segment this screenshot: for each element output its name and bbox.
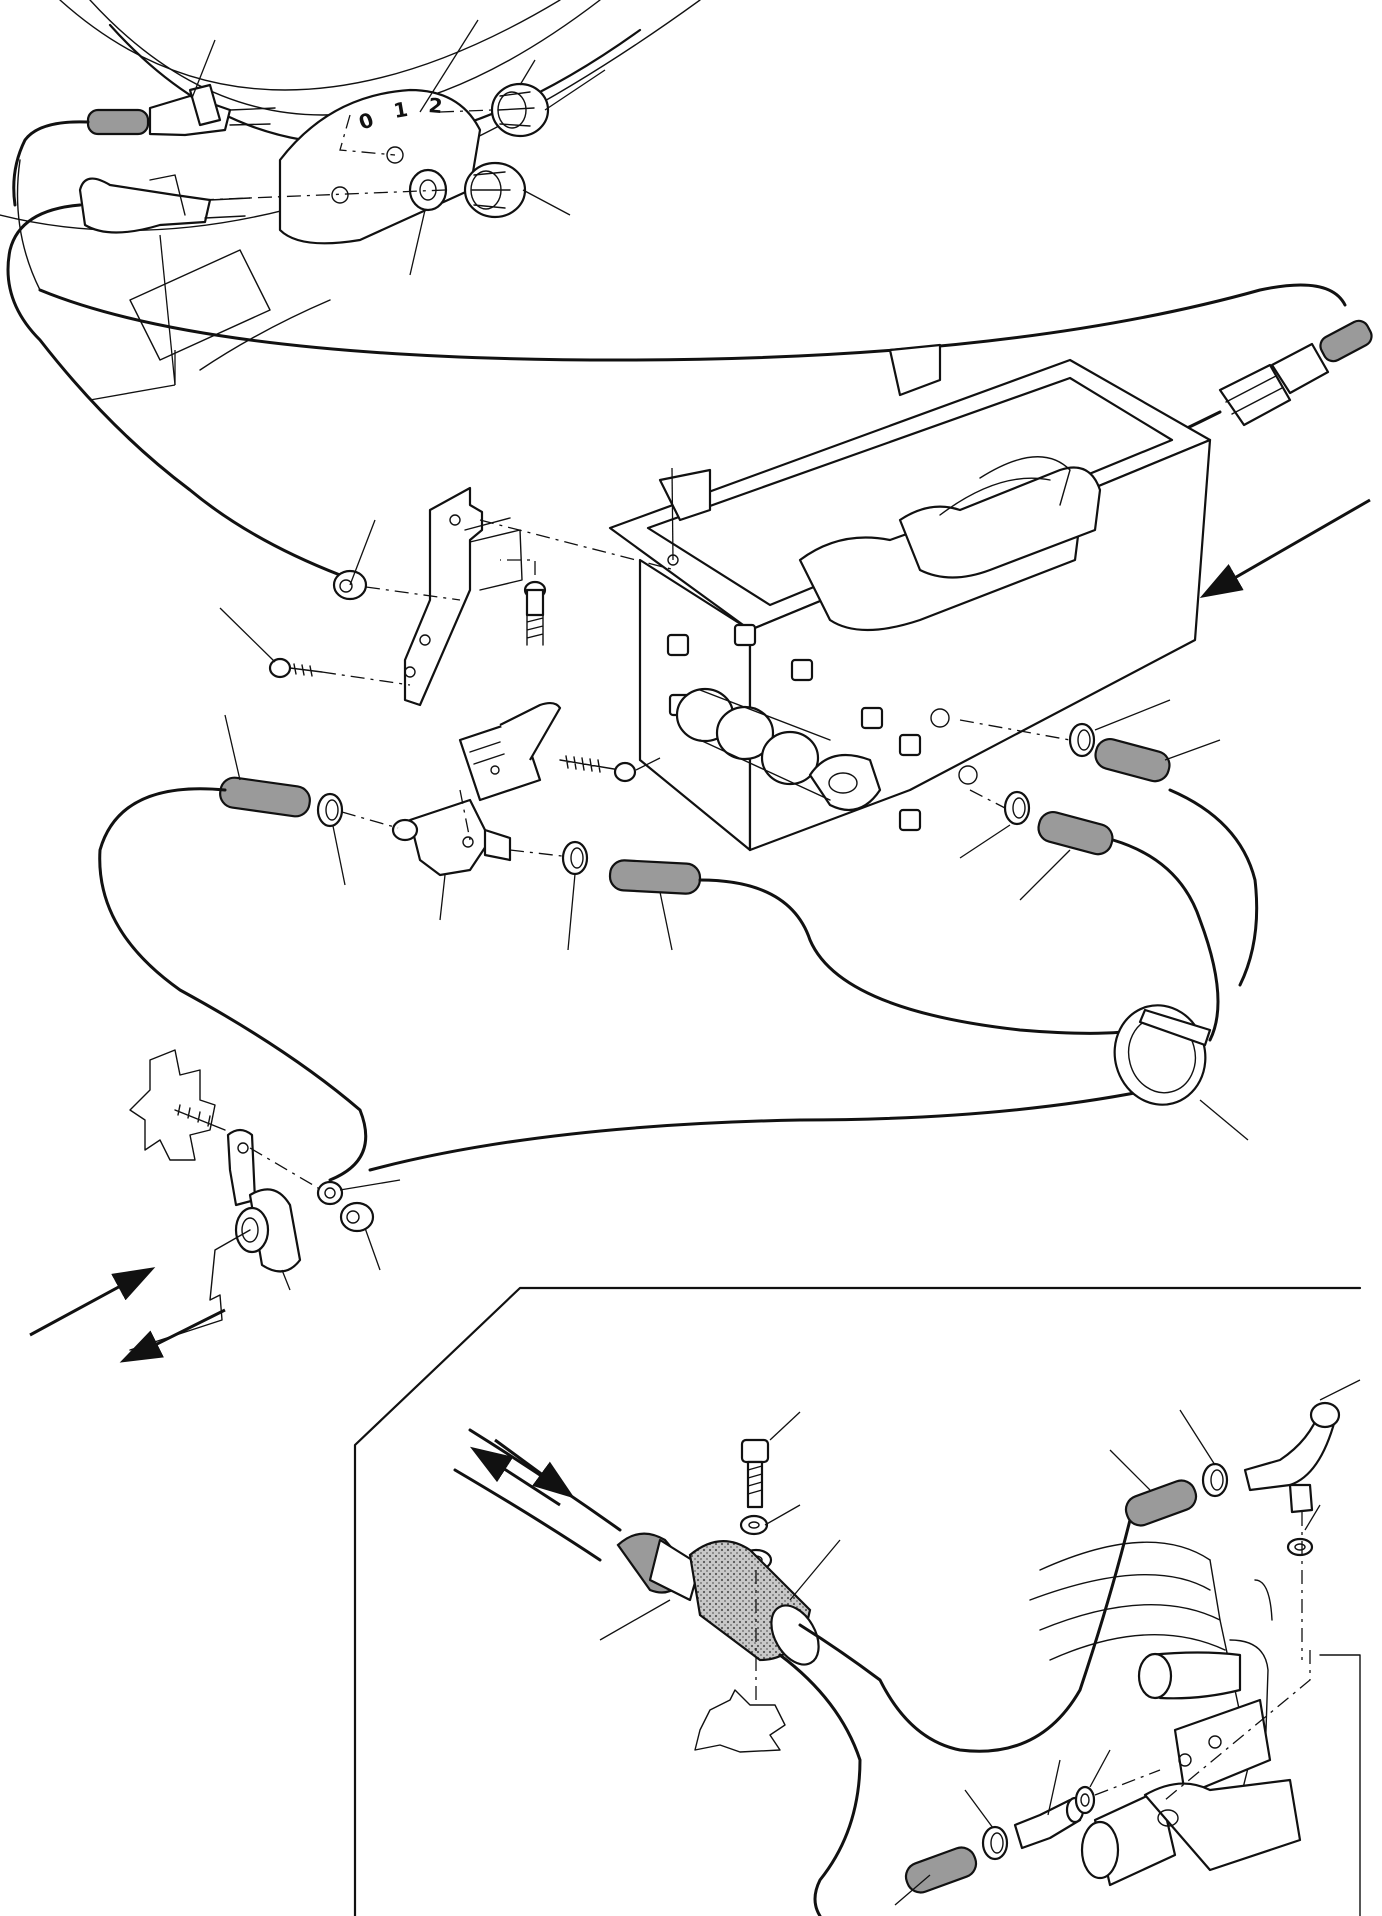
control-cable-lower xyxy=(6,203,342,577)
flow-arrow-in xyxy=(29,1267,156,1337)
engine-axis xyxy=(1164,1650,1311,1801)
airflow-arrow xyxy=(1199,498,1371,598)
self-tapping-screw xyxy=(268,657,323,679)
flow-arrow-out xyxy=(119,1308,226,1363)
hose-clamp-left xyxy=(316,792,344,828)
adapter-fitting xyxy=(1013,1796,1085,1850)
engine-water-inlet xyxy=(1080,1778,1302,1887)
leader-lines-top xyxy=(89,19,606,401)
control-knob-lower xyxy=(463,161,527,219)
bracket-axis xyxy=(479,519,676,571)
inset-clamp-upper xyxy=(1201,1462,1229,1498)
protective-sleeve xyxy=(616,1532,820,1666)
control-cable-end-upper xyxy=(86,83,276,137)
inset-pipe-feed xyxy=(778,1653,862,1916)
pipe-grommet xyxy=(234,1188,302,1273)
control-panel-plate: 0 1 2 xyxy=(278,88,482,245)
engine-block-outline xyxy=(1029,1541,1361,1916)
heater-hose-clamp-upper xyxy=(1068,722,1096,758)
water-pipe-mid xyxy=(698,878,1172,1035)
pipe-grommet-bracket xyxy=(226,1128,257,1207)
leader-heater-hole xyxy=(671,467,674,561)
water-pipe-return xyxy=(1168,788,1259,987)
valve-bracket xyxy=(403,486,484,707)
water-pipe-outlet xyxy=(368,1088,1152,1172)
grommet-pipe xyxy=(129,1229,251,1351)
mounting-wall-symbol xyxy=(129,1049,216,1161)
heater-hose-lower xyxy=(1037,810,1114,856)
adapter-washer xyxy=(1074,1785,1096,1815)
water-valve xyxy=(391,798,512,877)
hose-right-of-valve xyxy=(608,859,702,895)
hose-clamp-right-of-valve xyxy=(561,840,589,876)
inset-pipe-upper xyxy=(468,1428,622,1532)
grommet-nut xyxy=(339,1201,375,1233)
harness-cable xyxy=(38,283,1347,362)
elbow-fitting xyxy=(1243,1401,1341,1514)
grommet-washer xyxy=(316,1180,344,1206)
inset-pipe-return xyxy=(798,1518,1132,1753)
inset-flow-arrow-out xyxy=(469,1446,561,1507)
mounting-screw xyxy=(174,1104,226,1131)
engine-water-outlet xyxy=(1137,1651,1272,1797)
switch-screw xyxy=(559,755,637,783)
inset-clamp-lower xyxy=(981,1825,1009,1861)
water-pipe-inlet xyxy=(98,787,368,1182)
elbow-washer xyxy=(1286,1537,1314,1557)
water-valve-switch xyxy=(458,701,562,802)
pipe-clip xyxy=(1113,1004,1212,1106)
inset-hose-upper xyxy=(1124,1479,1198,1527)
control-knob-upper xyxy=(490,82,550,138)
control-cable-end-lower xyxy=(78,174,251,234)
knob-nut-washer xyxy=(408,168,448,212)
dial-mark-2: 2 xyxy=(428,93,444,118)
bracket-wire xyxy=(464,517,523,591)
heater-unit xyxy=(608,343,1212,852)
inset-bolt xyxy=(740,1438,770,1509)
heater-hose-upper xyxy=(1094,737,1171,783)
dial-mark-1: 1 xyxy=(392,97,410,123)
control-cable-upper xyxy=(12,120,90,207)
heater-hose-clamp-lower xyxy=(1003,790,1031,826)
hose-left xyxy=(219,776,311,818)
bracket-bolt xyxy=(523,580,547,646)
water-pipe-lower-return xyxy=(1111,838,1220,1042)
inset-lock-washer xyxy=(739,1514,769,1536)
inset-mounting-symbol xyxy=(694,1689,786,1753)
valve-axis xyxy=(459,789,471,841)
detail-inset-frame xyxy=(353,1286,1362,1916)
